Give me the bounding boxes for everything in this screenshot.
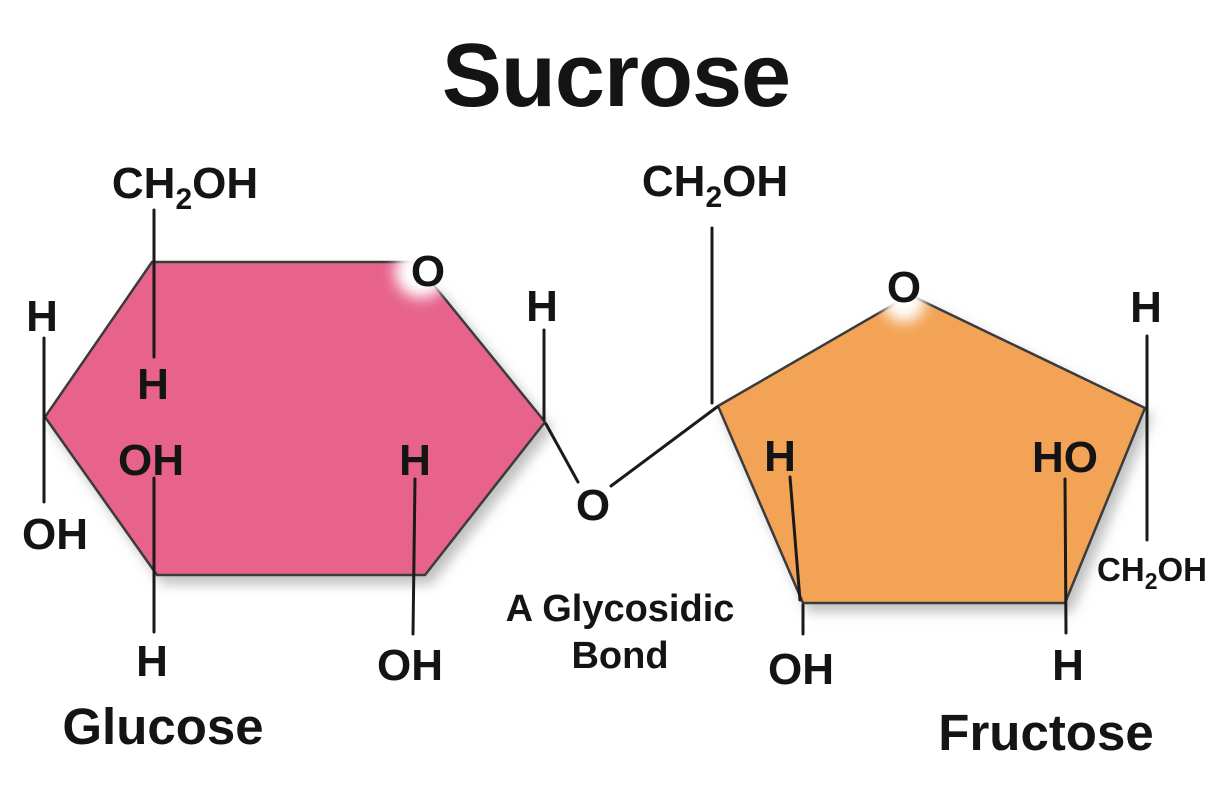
glycosidic-bond-right [609,405,719,488]
glucose-h-inner-top-label: H [137,360,169,409]
fructose-ho-inner-bond [1063,477,1068,635]
fructose-ring-oxygen-label: O [887,263,921,312]
fructose-h-bottom-label: H [1052,641,1084,690]
glycosidic-bond-left [544,422,580,484]
fructose-h-inner-left-label: H [764,432,796,481]
page-title: Sucrose [442,26,790,126]
glucose-ring-oxygen-label: O [411,247,445,296]
glucose-oh-bottom-label: OH [377,641,443,690]
fructose-h-inner-left-bond [788,475,802,602]
glucose-h-outer-left-label: H [26,292,58,341]
glucose-name-label: Glucose [62,698,263,755]
fructose-ch2oh-top-label: CH2OH [642,157,788,214]
fructose-h-outer-right-label: H [1130,283,1162,332]
glucose-oxygen-glow [395,246,447,298]
glucose-oh-inner-label: OH [118,436,184,485]
fructose-labels: CH2OH O H HO H CH2OH OH H Fructose [642,157,1207,761]
glucose-h-inner-right-label: H [399,436,431,485]
glucose-labels: CH2OH O H OH H OH H H H OH Glucose [22,159,558,755]
fructose-ch2oh-right-label: CH2OH [1097,551,1207,594]
glycosidic-bond-labels: O A Glycosidic Bond [506,481,735,677]
fructose-oh-bottom-label: OH [768,645,834,694]
fructose-oxygen-glow [883,280,925,322]
fructose-name-label: Fructose [938,704,1153,761]
glycosidic-oxygen-label: O [576,481,610,530]
glucose-h-bottom-label: H [136,637,168,686]
glucose-ring-hexagon [43,260,547,577]
bond-lines [42,208,1149,636]
fructose-ho-inner-label: HO [1032,433,1098,482]
glucose-ch2oh-label: CH2OH [112,159,258,216]
glucose-h-inner-right-bond [411,477,417,636]
glucose-h-outer-right-label: H [526,282,558,331]
fructose-ring-pentagon [716,293,1147,605]
glucose-oh-outer-left-label: OH [22,510,88,559]
glycosidic-caption-line1: A Glycosidic [506,588,735,630]
glycosidic-caption-line2: Bond [571,635,668,677]
